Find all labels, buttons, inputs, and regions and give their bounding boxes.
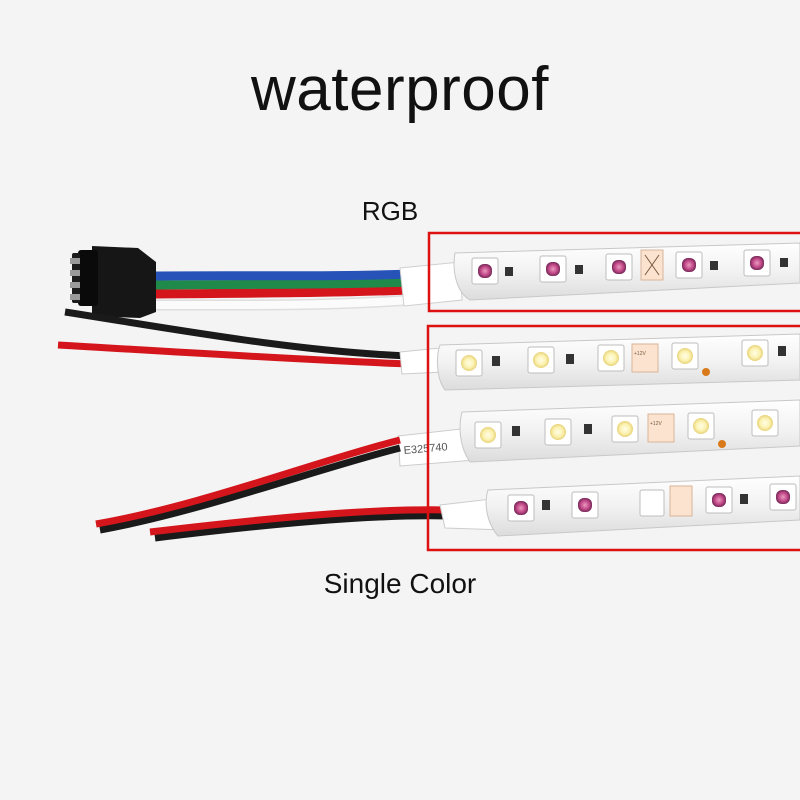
- single-color-highlight-frame: [426, 324, 800, 552]
- green-wire: [149, 277, 411, 290]
- warm-led-row-1: +12V: [455, 339, 786, 377]
- pink-led-row: [507, 483, 797, 522]
- pad-marking-2: +12V: [650, 421, 662, 427]
- single-strip-3: [439, 475, 800, 537]
- single-color-wires-lower: [95, 436, 451, 542]
- rgb-highlight-frame: [427, 231, 800, 313]
- red-wire: [149, 285, 411, 299]
- rgb-strip: [70, 242, 800, 318]
- single-strip-2: E325740 +12V: [397, 399, 800, 467]
- pad-marking-1: +12V: [634, 351, 646, 357]
- page-title: waterproof: [251, 55, 549, 124]
- blue-wire: [149, 269, 411, 281]
- rgb-4pin-connector-icon: [70, 246, 156, 318]
- single-color-wires-upper: [57, 308, 445, 375]
- strip-print-code: E325740: [403, 441, 448, 457]
- rgb-led-row: [471, 249, 788, 285]
- single-strip-1: +12V: [436, 333, 800, 391]
- single-color-label: Single Color: [323, 568, 477, 599]
- warm-led-row-2: +12V: [474, 409, 779, 449]
- rgb-label: RGB: [361, 196, 419, 226]
